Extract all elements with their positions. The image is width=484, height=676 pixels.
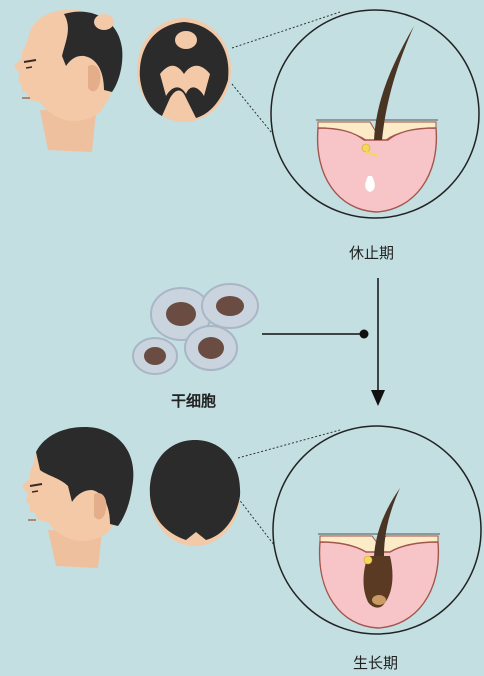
stem-cells-cluster (133, 284, 258, 374)
growth-phase-label: 生长期 (353, 652, 398, 673)
full-hair-head-profile (22, 427, 133, 568)
zoom-line-bottom-lower (238, 498, 278, 550)
resting-follicle-magnifier (271, 10, 479, 218)
connector-dot (360, 330, 369, 339)
growth-follicle-magnifier (273, 426, 481, 634)
resting-phase-label: 休止期 (349, 242, 394, 263)
bald-head-profile (14, 10, 122, 152)
stem-cells-label: 干细胞 (171, 390, 216, 411)
transition-arrow-head (371, 390, 385, 406)
zoom-line-top-lower (232, 84, 276, 138)
bald-head-top-view (137, 18, 231, 122)
full-hair-top-view (150, 440, 240, 546)
